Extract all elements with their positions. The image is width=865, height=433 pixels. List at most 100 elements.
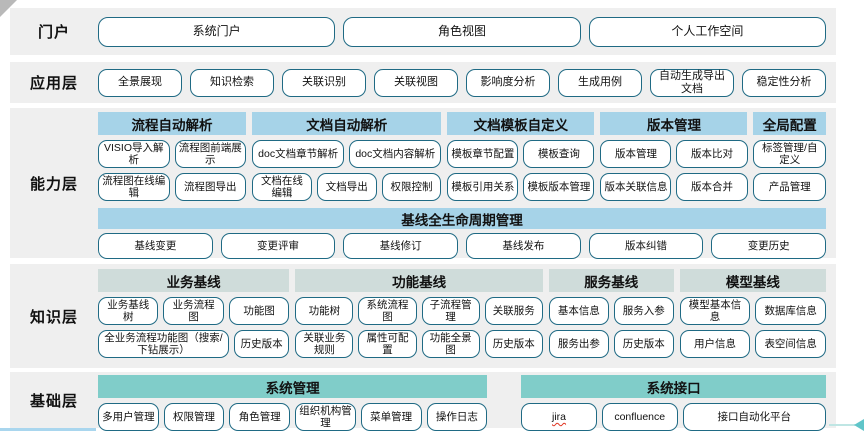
diagram-box: 业务基线树 xyxy=(98,297,159,326)
diagram-box-label: 知识检索 xyxy=(210,76,254,89)
box-row: 功能树系统流程图子流程管理关联服务 xyxy=(295,297,543,326)
left-arrow-icon xyxy=(854,419,864,431)
diagram-box: 版本关联信息 xyxy=(600,173,672,202)
diagram-box-label: 模板查询 xyxy=(537,148,580,161)
diagram-box: 全业务流程功能图（搜索/下钻展示） xyxy=(98,330,229,359)
diagram-box: 历史版本 xyxy=(613,330,674,359)
diagram-group: 系统管理多用户管理权限管理角色管理组织机构管理菜单管理操作日志 xyxy=(98,375,488,432)
diagram-box: 模板版本管理 xyxy=(523,173,595,202)
diagram-box-label: 关联服务 xyxy=(492,305,535,318)
diagram-box: 关联识别 xyxy=(282,68,366,97)
diagram-box-label: VISIO导入解析 xyxy=(104,142,164,167)
diagram-box: VISIO导入解析 xyxy=(98,140,170,169)
group-row: 业务基线业务基线树业务流程图功能图全业务流程功能图（搜索/下钻展示）历史版本功能… xyxy=(98,269,827,359)
diagram-box-label: 关联视图 xyxy=(394,76,438,89)
diagram-box: doc文档章节解析 xyxy=(252,140,345,169)
diagram-box-label: 变更历史 xyxy=(747,240,790,253)
diagram-box-label: 影响度分析 xyxy=(480,76,536,89)
diagram-box-label: 基线修订 xyxy=(379,240,422,253)
layer-label-foundation: 基础层 xyxy=(29,392,78,410)
box-row: 多用户管理权限管理角色管理组织机构管理菜单管理操作日志 xyxy=(98,403,488,432)
portal-box-row: 系统门户角色视图个人工作空间 xyxy=(98,8,826,55)
diagram-box: 基线变更 xyxy=(98,233,213,260)
diagram-box: 产品管理 xyxy=(753,173,826,202)
diagram-box: 角色管理 xyxy=(229,403,291,432)
diagram-group: 功能基线功能树系统流程图子流程管理关联服务关联业务规则属性可配置功能全景图历史版… xyxy=(295,269,543,359)
diagram-box: 版本比对 xyxy=(676,140,748,169)
group-header: 文档自动解析 xyxy=(252,112,442,135)
diagram-group: 模型基线模型基本信息数据库信息用户信息表空间信息 xyxy=(679,269,827,359)
diagram-box-label: 流程图前端展示 xyxy=(178,142,242,167)
diagram-box-label: 数据库信息 xyxy=(764,305,817,318)
box-row: 服务出参历史版本 xyxy=(548,330,674,359)
diagram-box-label: 流程图在线编辑 xyxy=(102,175,166,200)
box-row: 版本管理 版本比对 xyxy=(600,140,748,169)
diagram-box: 权限管理 xyxy=(163,403,225,432)
diagram-box: 功能全景图 xyxy=(421,330,480,359)
diagram-box: doc文档内容解析 xyxy=(349,140,442,169)
group-header: 版本管理 xyxy=(600,112,748,135)
diagram-box: 标签管理/自定义 xyxy=(753,140,826,169)
diagram-box: 基线修订 xyxy=(343,233,459,260)
diagram-box: 服务入参 xyxy=(613,297,674,326)
diagram-box-label: 业务基线树 xyxy=(107,299,150,324)
diagram-box: 模型基本信息 xyxy=(679,297,751,326)
diagram-group: 全局配置标签管理/自定义产品管理 xyxy=(753,112,826,202)
diagram-box-label: 多用户管理 xyxy=(102,411,155,424)
diagram-box: 服务出参 xyxy=(548,330,609,359)
diagram-group: 服务基线基本信息服务入参服务出参历史版本 xyxy=(548,269,674,359)
diagram-box: 表空间信息 xyxy=(755,330,827,359)
diagram-box-label: 关联识别 xyxy=(302,76,346,89)
box-row: 模型基本信息数据库信息 xyxy=(679,297,827,326)
diagram-box-label: 版本比对 xyxy=(690,148,733,161)
baseline-header: 基线全生命周期管理 xyxy=(98,208,826,230)
diagram-box: 个人工作空间 xyxy=(588,16,826,47)
diagram-box: 关联视图 xyxy=(374,68,458,97)
diagram-box-label: 文档在线编辑 xyxy=(260,175,303,200)
diagram-box-label: 用户信息 xyxy=(694,338,737,351)
diagram-box: 业务流程图 xyxy=(163,297,224,326)
diagram-box-label: 角色管理 xyxy=(238,411,281,424)
box-row: 模板引用关系模板版本管理 xyxy=(447,173,595,202)
diagram-box-label: 权限控制 xyxy=(390,181,433,194)
diagram-box-label: jira xyxy=(552,411,567,424)
diagram-box: 版本纠错 xyxy=(588,233,704,260)
diagram-box-label: 关联业务规则 xyxy=(303,332,346,357)
diagram-box: 操作日志 xyxy=(426,403,488,432)
layer-knowledge: 知识层 业务基线业务基线树业务流程图功能图全业务流程功能图（搜索/下钻展示）历史… xyxy=(10,264,836,368)
diagram-box-label: 服务入参 xyxy=(622,305,665,318)
layer-label-portal: 门户 xyxy=(37,24,70,41)
diagram-box-label: 版本合并 xyxy=(690,181,733,194)
diagram-box-label: 个人工作空间 xyxy=(671,23,744,38)
box-row: 文档在线编辑文档导出权限控制 xyxy=(252,173,442,202)
diagram-box-label: 角色视图 xyxy=(437,23,486,38)
group-header: 流程自动解析 xyxy=(98,112,247,135)
diagram-box: 关联服务 xyxy=(484,297,543,326)
group-header: 系统接口 xyxy=(521,375,826,398)
diagram-box-label: 权限管理 xyxy=(173,411,216,424)
diagram-box: 流程图前端展示 xyxy=(174,140,247,169)
group-header: 系统管理 xyxy=(98,375,488,398)
diagram-box: 变更评审 xyxy=(220,233,336,260)
diagram-box-label: 变更评审 xyxy=(257,240,299,253)
box-row: 基本信息服务入参 xyxy=(548,297,674,326)
box-row: 模板章节配置模板查询 xyxy=(447,140,595,169)
diagram-group: 文档模板自定义模板章节配置模板查询模板引用关系模板版本管理 xyxy=(447,112,595,202)
diagram-box-label: 版本关联信息 xyxy=(604,181,668,194)
diagram-box: 多用户管理 xyxy=(98,403,159,432)
diagram-box: 权限控制 xyxy=(381,173,442,202)
diagram-box: 流程图在线编辑 xyxy=(98,173,170,202)
diagram-box: 组织机构管理 xyxy=(295,403,356,432)
diagram-box: 版本管理 xyxy=(600,140,672,169)
diagram-box-label: 属性可配置 xyxy=(366,332,409,357)
box-row: 用户信息 表空间信息 xyxy=(679,330,827,359)
diagram-box: 历史版本 xyxy=(234,330,290,359)
layer-label-application: 应用层 xyxy=(29,75,78,92)
diagram-box: 角色视图 xyxy=(343,16,581,47)
